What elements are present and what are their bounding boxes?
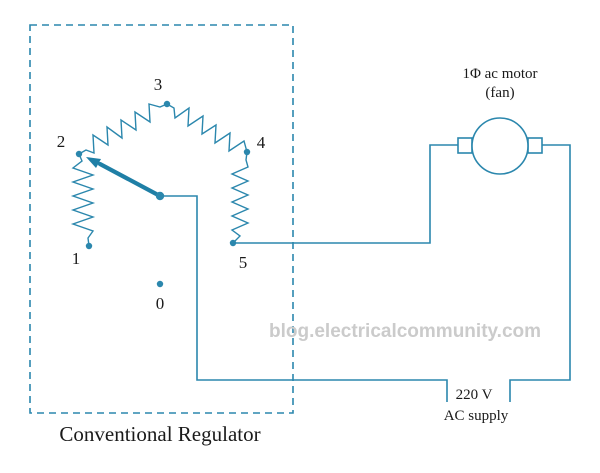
resistor-segment-4-5 [230,151,250,244]
supply-label-type: AC supply [444,408,509,424]
wire-wiper-to-supply [160,195,448,402]
terminal-label-1: 1 [72,249,81,268]
diagram-caption: Conventional Regulator [59,422,260,446]
terminal-dot-1 [85,242,93,250]
motor-label-line1: 1Φ ac motor [462,66,537,82]
regulator-dashed-boundary [29,24,294,414]
wiper-arrowhead-icon [86,157,101,168]
resistor-segment-2-3 [78,103,168,155]
wire-terminal5-to-motor [233,144,458,244]
terminal-dot-4 [243,148,251,156]
resistor-segment-1-2 [70,153,96,247]
terminal-label-3: 3 [154,75,163,94]
terminal-dot-3 [163,100,171,108]
terminal-label-5: 5 [239,253,248,272]
watermark-text: blog.electricalcommunity.com [269,321,541,342]
resistor-segment-3-4 [166,103,248,153]
motor-terminal-left [457,137,473,154]
motor-label-line2: (fan) [485,85,514,101]
terminal-dot-0 [156,280,164,288]
motor-body [471,117,529,175]
supply-label-voltage: 220 V [456,387,493,403]
terminal-label-2: 2 [57,132,66,151]
wire-motor-to-supply [509,144,571,402]
terminal-label-4: 4 [257,133,266,152]
terminal-label-0: 0 [156,294,165,313]
wiper-arm [97,161,163,199]
motor-terminal-right [527,137,543,154]
terminal-dot-2 [75,150,83,158]
